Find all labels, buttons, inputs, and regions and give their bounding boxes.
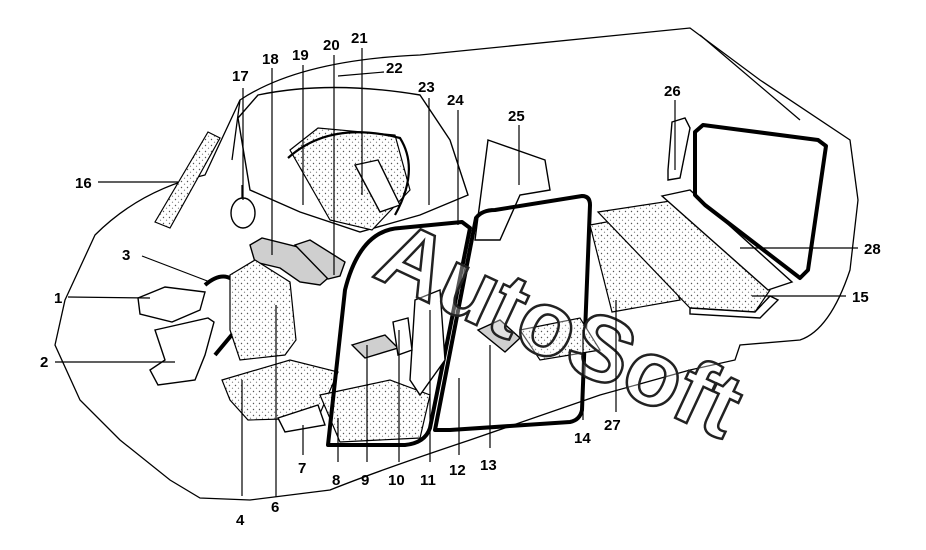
callout-18: 18 — [262, 51, 279, 68]
callout-labels: 1 2 3 4 6 7 8 9 10 11 12 13 14 15 16 17 … — [40, 30, 881, 529]
callout-19: 19 — [292, 47, 309, 64]
callout-6: 6 — [271, 499, 279, 516]
callout-14: 14 — [574, 430, 591, 447]
callout-3: 3 — [122, 247, 130, 264]
part-15-cargo-floor-edge — [689, 295, 780, 319]
callout-20: 20 — [323, 37, 340, 54]
callout-28: 28 — [864, 241, 881, 258]
part-16-a-pillar-trim — [154, 131, 221, 229]
callout-4: 4 — [236, 512, 245, 529]
part-25-quarter-trim — [474, 139, 551, 241]
callout-22: 22 — [386, 60, 403, 77]
callout-12: 12 — [449, 462, 466, 479]
callout-1: 1 — [54, 290, 62, 307]
part-14-rear-door-seal — [433, 194, 592, 432]
part-13-bracket — [476, 319, 522, 353]
part-7-sill-plate — [277, 404, 326, 433]
part-1-trim-plate — [137, 286, 206, 323]
part-11-b-pillar-trim — [409, 288, 446, 397]
part-21-sun-visor — [353, 159, 401, 213]
part-18-bracket — [249, 237, 336, 286]
part-6-side-panel — [229, 259, 297, 361]
part-10-handle — [392, 317, 413, 356]
part-9-bracket — [350, 334, 400, 359]
callout-13: 13 — [480, 457, 497, 474]
callout-7: 7 — [298, 460, 306, 477]
callout-17: 17 — [232, 68, 249, 85]
part-26-hinge — [667, 117, 691, 181]
part-28-tailgate-panel — [660, 123, 828, 291]
part-2-kick-panel — [149, 317, 215, 386]
part-22-roof-console — [237, 86, 469, 233]
callout-8: 8 — [332, 472, 340, 489]
part-27-rear-floor-side — [519, 317, 601, 361]
callout-27: 27 — [604, 417, 621, 434]
callout-15: 15 — [852, 289, 869, 306]
callout-26: 26 — [664, 83, 681, 100]
callout-21: 21 — [351, 30, 368, 47]
callout-2: 2 — [40, 354, 48, 371]
part-8-lower-trim — [319, 379, 431, 443]
callout-9: 9 — [361, 472, 369, 489]
callout-23: 23 — [418, 79, 435, 96]
callout-10: 10 — [388, 472, 405, 489]
callout-24: 24 — [447, 92, 464, 109]
callout-25: 25 — [508, 108, 525, 125]
part-20-bracket — [293, 239, 346, 280]
part-24-front-door-seal — [326, 220, 472, 447]
leader-lines — [55, 48, 858, 497]
callout-11: 11 — [420, 472, 436, 489]
callout-16: 16 — [75, 175, 92, 192]
